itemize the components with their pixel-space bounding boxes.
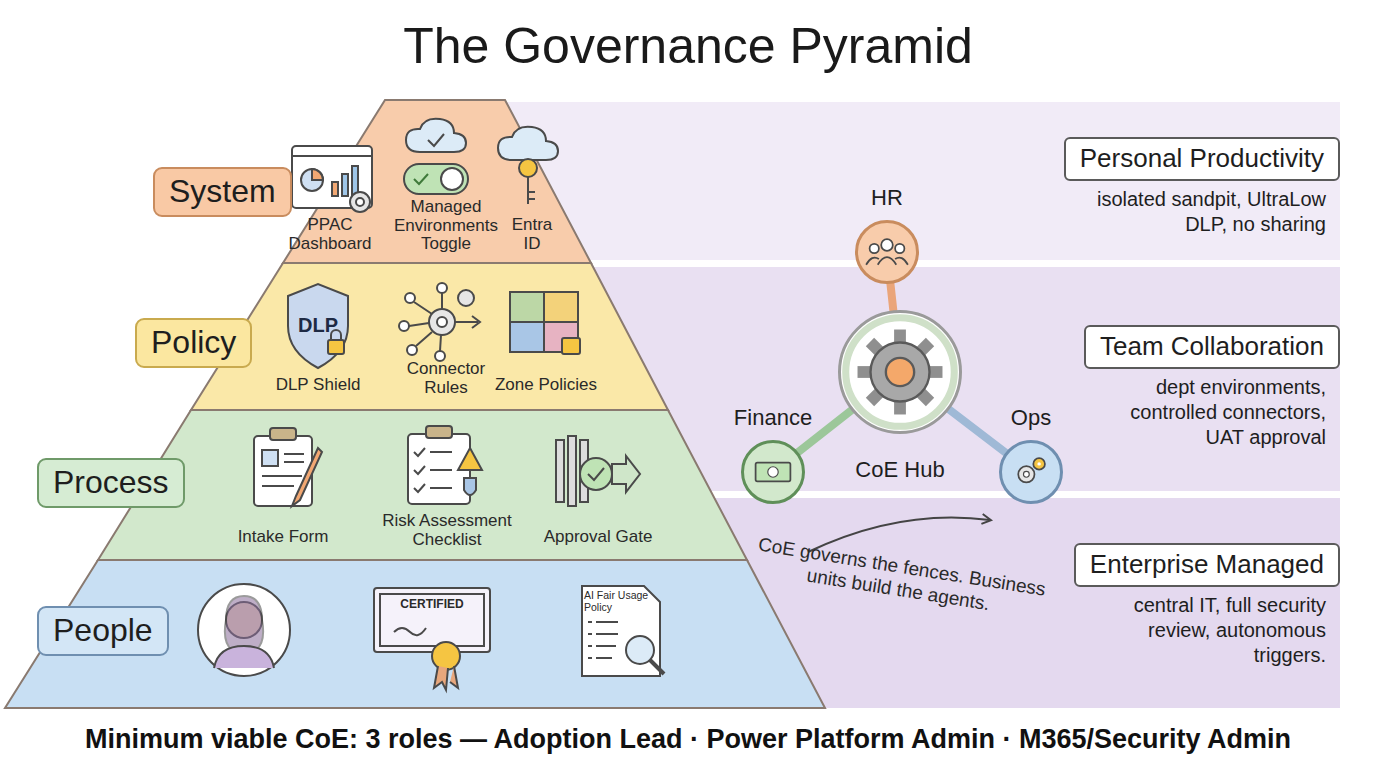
zone-description: dept environments, controlled connectors… [1096, 375, 1326, 450]
icon-label: Risk Assessment Checklist [361, 512, 533, 549]
layer-label-box: Process [37, 458, 185, 508]
icon-label: Intake Form [218, 528, 348, 547]
hub-node: Finance [703, 404, 843, 504]
layer-label: Process [53, 462, 169, 502]
icon-label: Zone Policies [481, 376, 611, 395]
icon-label: DLP Shield [258, 376, 378, 395]
hub-circle [999, 440, 1063, 504]
layer-label-box: System [153, 167, 292, 217]
icon-label: Approval Gate [533, 528, 663, 547]
diagram-caption: Minimum viable CoE: 3 roles — Adoption L… [0, 722, 1376, 756]
diagram-title: The Governance Pyramid [0, 16, 1376, 76]
hub-circle [741, 440, 805, 504]
layer-label-box: People [37, 606, 169, 656]
hub-label: Ops [961, 404, 1101, 432]
hub-label: CoE Hub [830, 456, 970, 484]
icon-label: Entra ID [505, 216, 559, 253]
icon-label: CERTIFIED [384, 598, 480, 611]
icon-label: DLP [290, 314, 346, 336]
zone-block: Enterprise Managed central IT, full secur… [1000, 543, 1340, 668]
icon-label: AI Fair Usage Policy [584, 590, 650, 613]
zone-block: Personal Productivity isolated sandpit, U… [1000, 137, 1340, 237]
hub-circle [838, 310, 962, 434]
layer-label: System [169, 171, 276, 211]
layer-label: People [53, 610, 153, 650]
layer-label: Policy [151, 322, 236, 362]
hub-icon [1002, 443, 1060, 501]
zone-block: Team Collaboration dept environments, con… [1000, 325, 1340, 450]
zone-description: central IT, full security review, autono… [1096, 593, 1326, 668]
hub-icon [744, 443, 802, 501]
hub-label: HR [817, 184, 957, 212]
icon-label: Managed Environments Toggle [385, 198, 507, 254]
zone-heading: Team Collaboration [1084, 325, 1340, 369]
hub-node: CoE Hub [830, 310, 970, 484]
hub-spoke [949, 410, 1005, 453]
zone-heading: Enterprise Managed [1074, 543, 1340, 587]
hub-label: Finance [703, 404, 843, 432]
hub-node: Ops [961, 404, 1101, 504]
hub-icon [858, 223, 916, 281]
layer-label-box: Policy [135, 318, 252, 368]
hub-icon [841, 313, 959, 431]
zone-heading: Personal Productivity [1064, 137, 1340, 181]
hub-node: HR [817, 184, 957, 284]
hub-spoke [890, 284, 893, 311]
icon-label: PPAC Dashboard [284, 216, 376, 253]
icon-label: Connector Rules [394, 360, 498, 397]
hub-circle [855, 220, 919, 284]
zone-description: isolated sandpit, UltraLow DLP, no shari… [1056, 187, 1326, 237]
